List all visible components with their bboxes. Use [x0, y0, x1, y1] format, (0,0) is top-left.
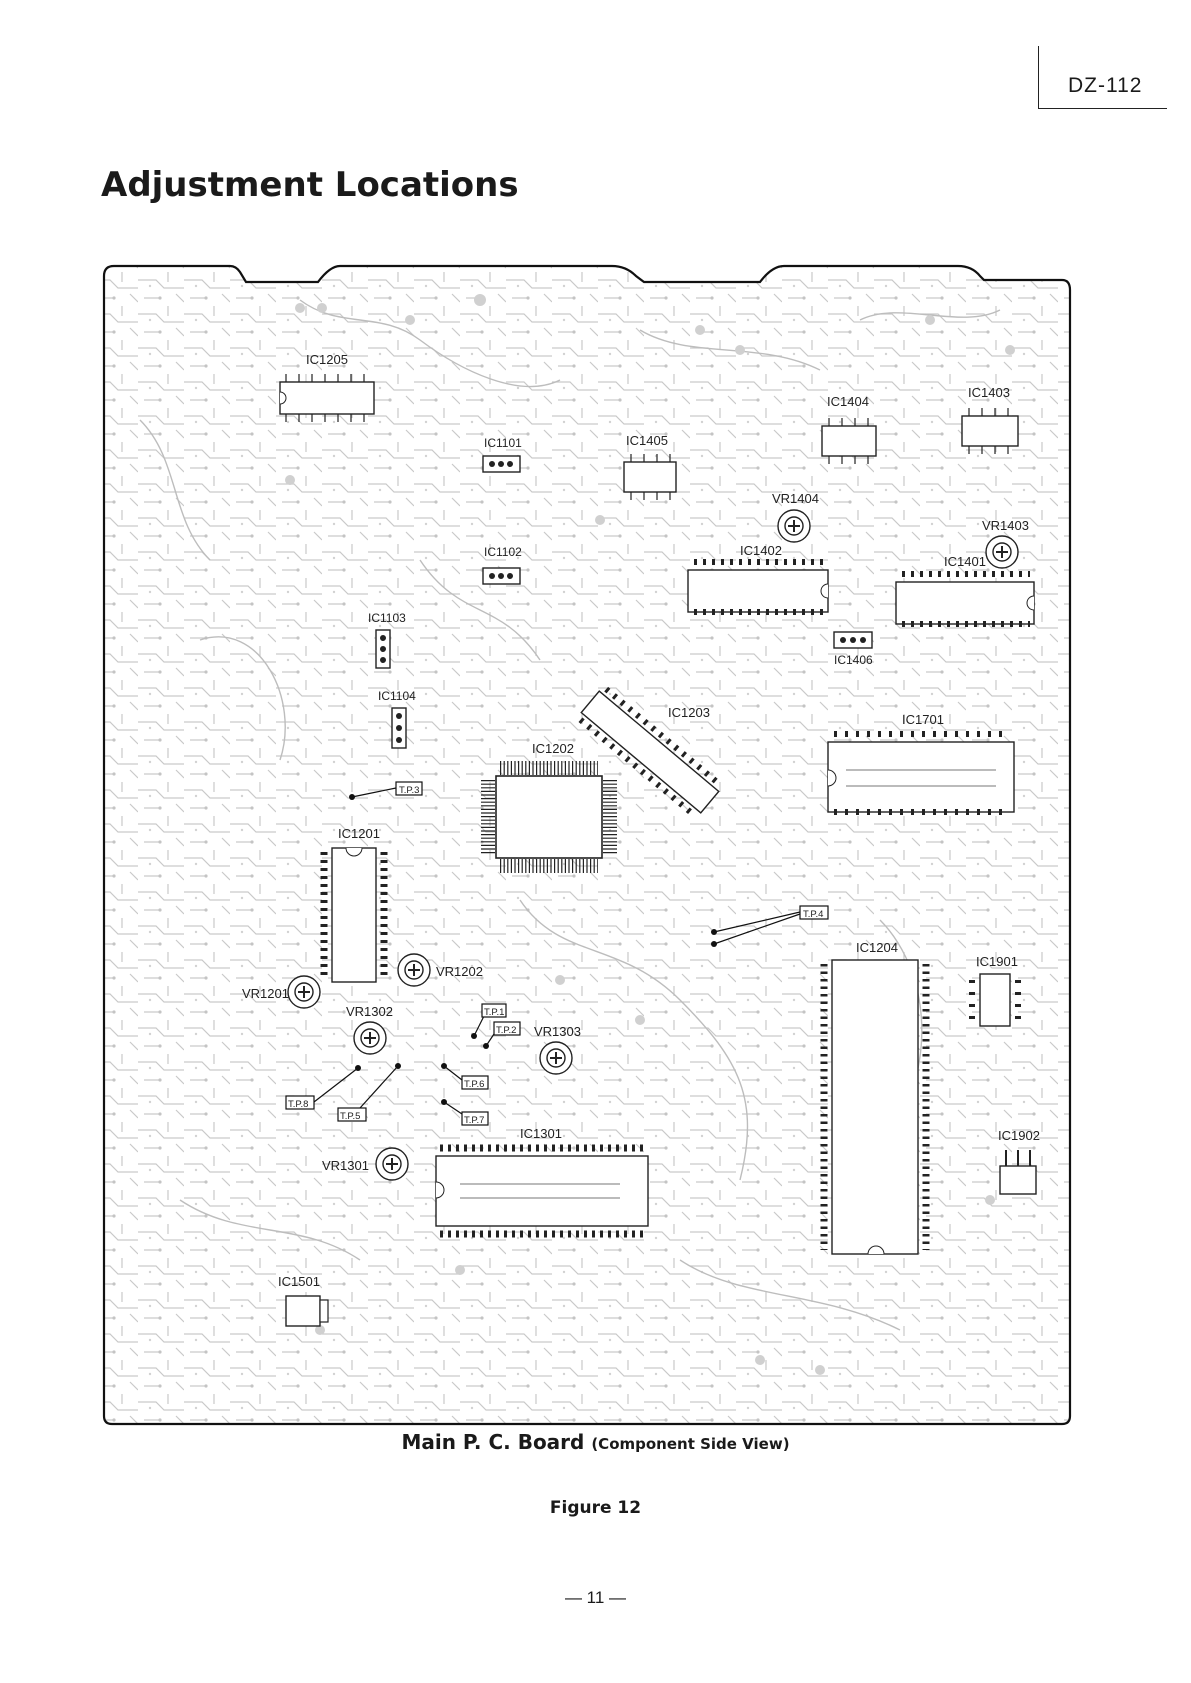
ic1101: IC1101	[482, 436, 522, 473]
vr1404-label: VR1404	[772, 491, 819, 506]
ic1404-label: IC1404	[827, 394, 869, 409]
ic1103-label: IC1103	[368, 611, 406, 625]
ic1104: IC1104	[378, 689, 416, 749]
tp6: T.P.6	[441, 1063, 489, 1090]
vr1301: VR1301	[322, 1147, 409, 1181]
ic1204: IC1204	[820, 940, 930, 1255]
tp6-label: T.P.6	[464, 1079, 484, 1090]
ic1902: IC1902	[998, 1128, 1040, 1195]
ic1403: IC1403	[961, 385, 1019, 454]
ic1406: IC1406	[833, 631, 873, 667]
page-number: — 11 —	[564, 1588, 627, 1607]
ic1104-label: IC1104	[378, 689, 416, 703]
ic1401-label: IC1401	[944, 554, 986, 569]
tp3: T.P.3	[349, 781, 423, 800]
ic1205: IC1205	[279, 352, 375, 422]
ic1103: IC1103	[368, 611, 406, 669]
ic1902-label: IC1902	[998, 1128, 1040, 1143]
tp1-label: T.P.1	[484, 1007, 504, 1018]
vr1404: VR1404	[772, 491, 819, 543]
ic1404: IC1404	[821, 394, 877, 464]
vr1303-label: VR1303	[534, 1024, 581, 1039]
tp5: T.P.5	[337, 1063, 401, 1122]
tp2-label: T.P.2	[496, 1025, 516, 1036]
tp7-label: T.P.7	[464, 1115, 484, 1126]
vr1302-label: VR1302	[346, 1004, 393, 1019]
ic1205-label: IC1205	[306, 352, 348, 367]
ic1701-label: IC1701	[902, 712, 944, 727]
board-caption-main: Main P. C. Board	[401, 1430, 585, 1454]
ic1401: IC1401	[895, 554, 1035, 627]
vr1303: VR1303	[534, 1024, 581, 1075]
ic1701: IC1701	[827, 712, 1015, 815]
model-number: DZ-112	[1068, 74, 1143, 97]
vr1201-label: VR1201	[242, 986, 289, 1001]
ic1202-label: IC1202	[532, 741, 574, 756]
tp8-label: T.P.8	[288, 1099, 308, 1110]
tp4-label: T.P.4	[803, 909, 823, 920]
board-traces	[139, 299, 1001, 1331]
ic1402-label: IC1402	[740, 543, 782, 558]
ic1201: IC1201	[320, 826, 388, 983]
vr1302: VR1302	[346, 1004, 393, 1055]
ic1202: IC1202	[481, 741, 617, 873]
tp5-label: T.P.5	[340, 1111, 360, 1122]
vr1301-label: VR1301	[322, 1158, 369, 1173]
ic1403-label: IC1403	[968, 385, 1010, 400]
ic1201-label: IC1201	[338, 826, 380, 841]
figure-label: Figure 12	[549, 1498, 642, 1518]
ic1501-label: IC1501	[278, 1274, 320, 1289]
vr1201: VR1201	[242, 975, 321, 1009]
vr1202: VR1202	[397, 953, 483, 987]
vr1202-label: VR1202	[436, 964, 483, 979]
tp7: T.P.7	[441, 1099, 489, 1126]
ic1901: IC1901	[969, 954, 1021, 1027]
board-caption-sub: (Component Side View)	[591, 1435, 790, 1453]
ic1204-label: IC1204	[856, 940, 898, 955]
tp1: T.P.1	[471, 1003, 507, 1039]
ic1901-label: IC1901	[976, 954, 1018, 969]
page-title: Adjustment Locations	[101, 165, 519, 205]
ic1301-label: IC1301	[520, 1126, 562, 1141]
ic1101-label: IC1101	[484, 436, 522, 450]
tp8: T.P.8	[285, 1065, 361, 1110]
vr1403: VR1403	[982, 518, 1029, 569]
header-box	[1038, 46, 1167, 109]
ic1402: IC1402	[687, 543, 829, 615]
ic1406-label: IC1406	[834, 653, 873, 667]
ic1405: IC1405	[623, 433, 677, 500]
ic1501: IC1501	[278, 1274, 329, 1327]
vr1403-label: VR1403	[982, 518, 1029, 533]
ic1203-label: IC1203	[668, 705, 710, 720]
tp3-label: T.P.3	[399, 785, 419, 796]
ic1102: IC1102	[482, 545, 522, 585]
board-caption: Main P. C. Board (Component Side View)	[0, 1430, 1191, 1454]
tp4: T.P.4	[711, 905, 829, 947]
ic1301: IC1301	[435, 1126, 649, 1238]
ic1203: IC1203	[578, 686, 722, 818]
ic1405-label: IC1405	[626, 433, 668, 448]
ic1102-label: IC1102	[484, 545, 522, 559]
tp2: T.P.2	[483, 1021, 521, 1049]
